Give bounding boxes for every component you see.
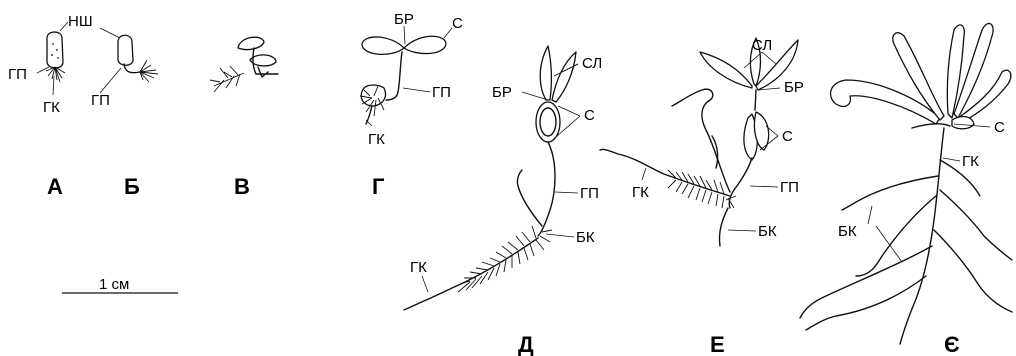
stage-b-label-gp: ГП [91,92,110,109]
stage-ye-root-5 [940,190,1012,260]
stage-a-label-ns: НШ [68,13,93,30]
stage-d-label-gk: ГК [410,259,427,276]
stage-g-label-gp: ГП [432,84,451,101]
stage-g-cotyledon-left [362,37,404,54]
stage-g-label-gk: ГК [368,131,385,148]
stage-b-seedling [100,28,158,93]
stage-d-label-br: БР [492,84,512,101]
stage-b-seed [118,35,133,65]
stage-ye-main-root [900,128,944,344]
stage-ye-cotyledon-right [952,117,974,129]
stage-g-label-s: С [452,15,463,32]
stage-ye-root-4 [806,276,926,330]
stage-letter-a: А [47,174,63,199]
stage-letter-ye: Є [944,332,960,356]
stage-letter-d: Д [518,332,534,356]
stage-g-cotyledon-right [404,36,446,53]
stage-ye-root-6 [934,230,1012,312]
stage-v-root-hairs [210,66,244,92]
stage-letter-e: Е [710,332,725,356]
stage-b-root-hairs [140,60,158,82]
stage-letter-v: В [234,174,250,199]
stage-ye-root-1 [842,176,938,210]
stage-e-hypocotyl [729,158,752,208]
stage-e-label-br: БР [784,79,804,96]
stage-a-root-hairs [46,67,65,82]
stage-e-label-sl: СЛ [752,37,772,54]
stage-d-label-gp: ГП [580,185,599,202]
stage-e-lower-root [719,208,728,246]
stage-g-seedling [360,26,452,126]
stage-d-hypocotyl [538,142,555,236]
stage-ye-label-gk: ГК [962,153,979,170]
scale-bar-label: 1 см [99,276,129,293]
stage-v-cotyledon-lower [250,55,276,66]
stage-d-lateral-root [517,170,542,226]
stage-a-label-gk: ГК [43,99,60,116]
stage-v-seedling [210,37,278,92]
stage-d-label-sl: СЛ [582,55,602,72]
stage-e-upper-root [672,89,730,192]
stage-letter-g: Г [372,174,385,199]
stage-e-label-bk: БК [758,223,777,240]
stage-e-seedling [600,38,798,246]
stage-ye-plant [800,23,1012,344]
stage-d-leaf-left [540,46,551,100]
stage-a-label-gp: ГП [8,66,27,83]
stage-g-hypocotyl [386,52,402,100]
stage-e-label-gp: ГП [780,179,799,196]
stage-e-root-hairs [668,170,736,208]
stage-v-cotyledon-upper [238,37,264,49]
stage-e-leaf-left [700,52,752,88]
stage-e-main-root [600,149,730,196]
stage-e-label-s: С [782,128,793,145]
stage-ye-label-bk: БК [838,223,857,240]
stage-a-seed [47,32,63,68]
stage-d-label-bk: БК [576,229,595,246]
stage-e-label-gk: ГК [632,184,649,201]
stage-d-leaf-right [552,52,576,102]
stage-ye-label-s: С [994,119,1005,136]
stage-d-label-s: С [584,107,595,124]
stage-g-seed-coat [361,85,385,106]
stage-g-label-br: БР [394,11,414,28]
stage-a-seedling [37,22,68,95]
stage-letter-b: Б [124,174,140,199]
